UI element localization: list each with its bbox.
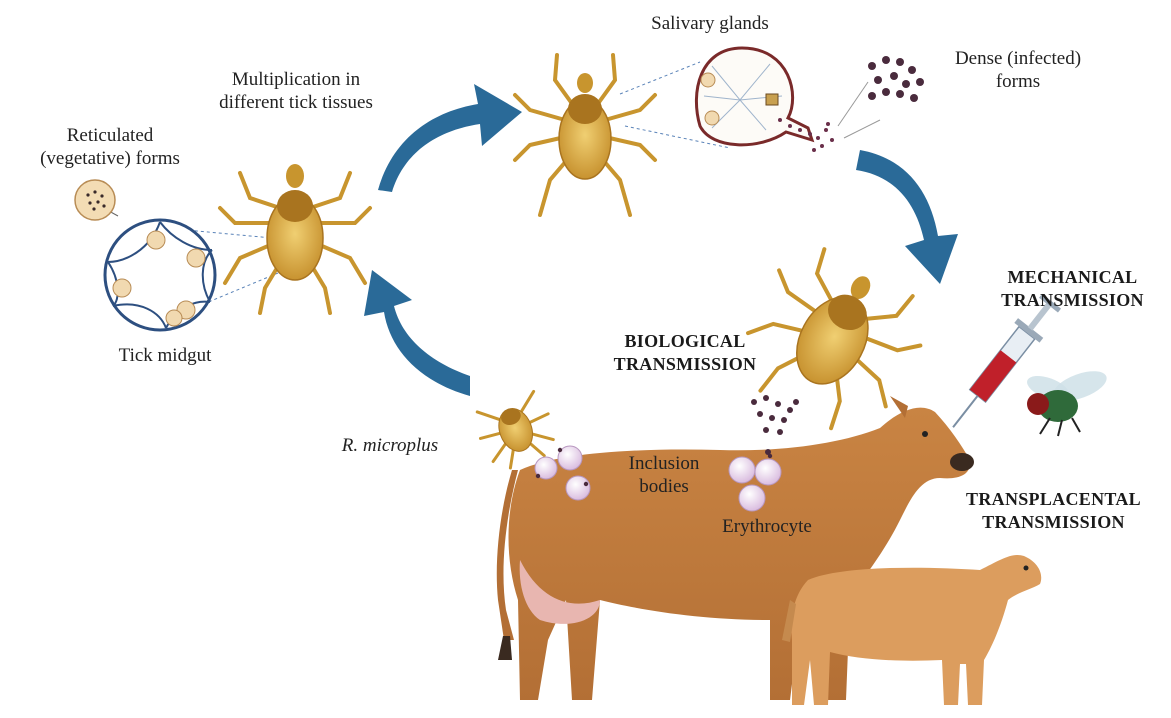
reticulated-form-inset bbox=[75, 180, 115, 220]
label-salivary-glands: Salivary glands bbox=[620, 12, 800, 35]
tick-multiplication bbox=[220, 164, 370, 313]
label-r-microplus: R. microplus bbox=[320, 434, 460, 457]
label-mechanical-transmission: MECHANICAL TRANSMISSION bbox=[980, 266, 1165, 312]
arrow-to-salivary bbox=[378, 84, 522, 192]
label-transplacental-transmission: TRANSPLACENTAL TRANSMISSION bbox=[946, 488, 1161, 534]
fly-icon bbox=[1024, 365, 1111, 436]
salivary-gland-illustration bbox=[620, 48, 880, 152]
label-reticulated-forms: Reticulated (vegetative) forms bbox=[20, 124, 200, 170]
injected-dense-forms bbox=[751, 395, 799, 455]
arrow-to-mechanical bbox=[856, 150, 958, 284]
label-biological-transmission: BIOLOGICAL TRANSMISSION bbox=[590, 330, 780, 376]
dense-forms-cluster bbox=[868, 56, 924, 102]
tick-salivary bbox=[515, 55, 655, 215]
arrow-from-cow bbox=[364, 270, 470, 396]
label-dense-forms: Dense (infected) forms bbox=[918, 47, 1118, 93]
label-tick-midgut: Tick midgut bbox=[90, 344, 240, 367]
calf-illustration bbox=[782, 555, 1041, 705]
label-inclusion-bodies: Inclusion bodies bbox=[604, 452, 724, 498]
label-erythrocyte: Erythrocyte bbox=[702, 515, 832, 538]
label-multiplication: Multiplication in different tick tissues bbox=[196, 68, 396, 114]
